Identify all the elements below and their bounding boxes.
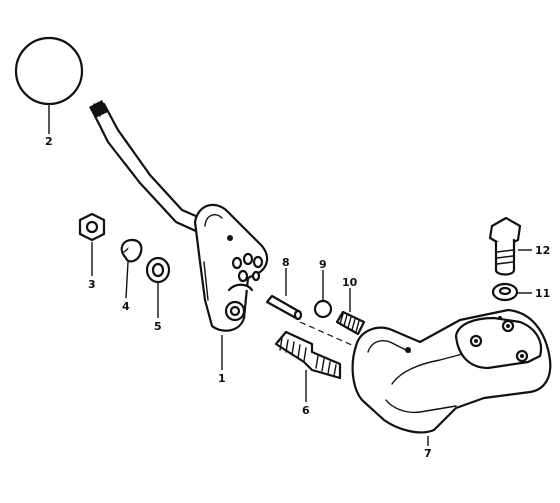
part-11-washer — [491, 282, 519, 302]
leader-lines — [48, 104, 532, 446]
part-6-threaded-shaft — [274, 330, 342, 380]
part-8-pin — [265, 294, 303, 321]
part-1-shift-lever — [89, 100, 269, 332]
callout-6: 6 — [302, 404, 310, 417]
callout-7: 7 — [424, 447, 432, 460]
callout-2: 2 — [45, 135, 53, 148]
callout-8: 8 — [282, 256, 290, 269]
callout-12: 12 — [535, 244, 550, 257]
part-2-shift-knob — [14, 36, 84, 106]
part-3-hex-nut — [78, 212, 106, 242]
part-10-spring — [335, 310, 366, 336]
part-7-lever-housing — [351, 308, 552, 434]
callout-4: 4 — [122, 300, 130, 313]
callout-10: 10 — [342, 276, 358, 289]
part-9-ball — [313, 299, 333, 319]
part-5-flat-washer — [145, 256, 171, 284]
callout-9: 9 — [319, 258, 327, 271]
callout-labels: 2 1 3 4 5 8 9 10 6 7 11 12 — [45, 135, 550, 460]
part-4-lock-washer — [120, 238, 143, 263]
callout-11: 11 — [535, 287, 550, 300]
part-12-bolt — [488, 216, 522, 276]
callout-1: 1 — [218, 372, 226, 385]
callout-5: 5 — [154, 320, 162, 333]
callout-3: 3 — [88, 278, 96, 291]
